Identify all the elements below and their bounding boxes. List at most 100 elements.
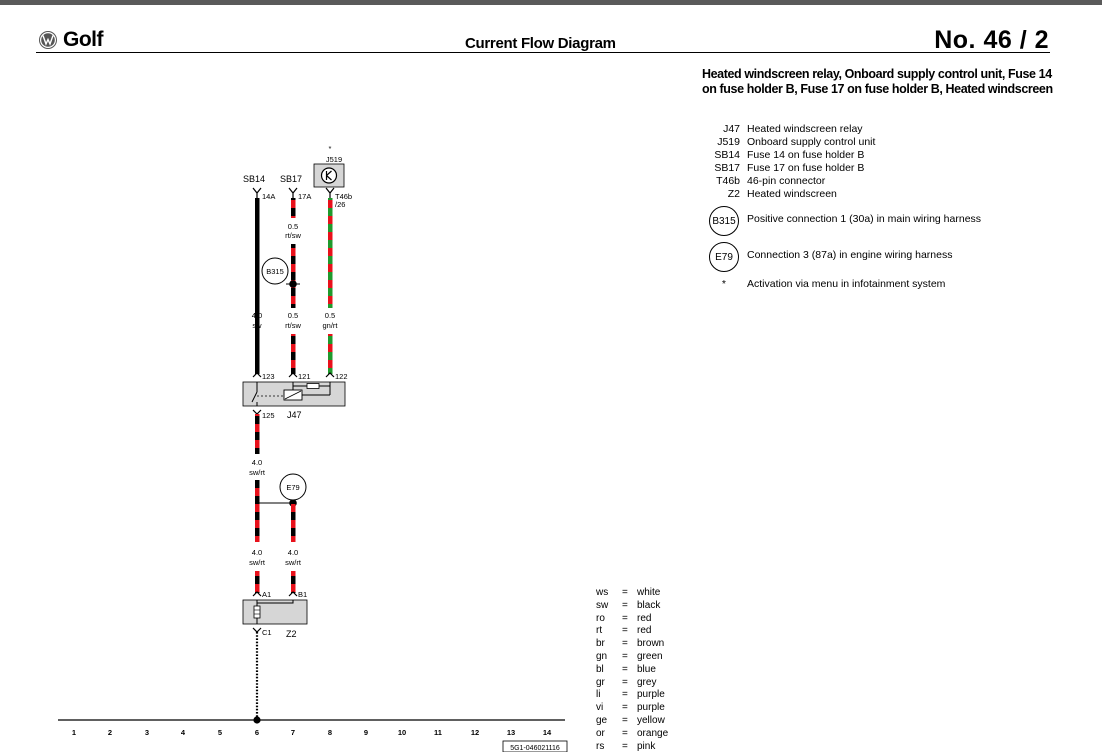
color-name: black xyxy=(637,599,661,611)
fuse-sb17-pin: 17A xyxy=(298,192,311,201)
z2-pinb1: B1 xyxy=(298,590,307,599)
grid-number: 7 xyxy=(291,728,295,737)
color-name: white xyxy=(637,587,661,598)
wire-sb17-bottom xyxy=(291,334,296,374)
legend-code: J47 xyxy=(723,123,740,135)
z2-pinc1: C1 xyxy=(262,628,272,637)
equals-sign: = xyxy=(622,702,628,714)
color-code: br xyxy=(596,638,605,650)
color-name: brown xyxy=(637,638,665,650)
grid-number: 11 xyxy=(434,728,442,737)
wire-sb17-top-color: rt/sw xyxy=(285,231,301,240)
equals-sign: = xyxy=(622,663,628,675)
j47-pin125: 125 xyxy=(262,411,275,420)
connection-circle: B315 xyxy=(709,206,739,236)
e79-label: E79 xyxy=(286,483,299,492)
equals-sign: = xyxy=(622,599,628,611)
color-code: li xyxy=(596,689,601,701)
j47-label: J47 xyxy=(287,410,302,420)
color-code: or xyxy=(596,727,605,739)
top-bar xyxy=(0,0,1102,5)
wire-sb14-color: sw xyxy=(252,321,262,330)
color-code: rs xyxy=(596,740,605,752)
color-code: rt xyxy=(596,625,603,637)
z2-windscreen-box xyxy=(242,599,308,625)
color-code: gr xyxy=(596,676,605,688)
j47-pin122: 122 xyxy=(335,372,348,381)
j47-coil-diagonal xyxy=(284,390,302,400)
z2-pinc1-arrow-icon xyxy=(252,627,262,633)
z2-label: Z2 xyxy=(286,629,297,639)
z2-heating-element-icon xyxy=(253,605,261,619)
grid-number: 14 xyxy=(543,728,552,737)
vw-logo-icon xyxy=(39,31,57,49)
grid-number: 2 xyxy=(108,728,112,737)
b315-connection-circle xyxy=(261,257,289,285)
equals-sign: = xyxy=(622,612,628,624)
grid-number: 9 xyxy=(364,728,368,737)
color-code: bl xyxy=(596,663,604,675)
color-name: purple xyxy=(637,702,665,714)
connection-desc: Positive connection 1 (30a) in main wiri… xyxy=(747,213,982,225)
color-code-row: gr=grey xyxy=(596,677,668,690)
legend-desc: Heated windscreen relay xyxy=(747,123,863,135)
color-name: red xyxy=(637,612,652,624)
z2-pina1: A1 xyxy=(262,590,271,599)
color-code-row: ws=white xyxy=(596,587,668,600)
grid-number: 10 xyxy=(398,728,406,737)
footnote-text: Activation via menu in infotainment syst… xyxy=(747,278,946,290)
footnote-marker: * xyxy=(721,278,726,290)
t46b-terminal-icon xyxy=(325,187,335,198)
legend-desc: 46-pin connector xyxy=(747,175,826,187)
equals-sign: = xyxy=(622,638,628,650)
brand-logo: Golf xyxy=(38,28,104,52)
grid-number: 13 xyxy=(507,728,515,737)
fuse-sb17-terminal-icon xyxy=(288,187,298,198)
color-name: green xyxy=(637,650,663,662)
z2-pina1-arrow-icon xyxy=(252,591,262,597)
color-code-row: rs = pink xyxy=(596,741,668,753)
j47-pin122-arrow-icon xyxy=(325,372,335,378)
wire-sb14 xyxy=(255,198,260,374)
equals-sign: = xyxy=(622,676,628,688)
wire-sb17-top-size: 0.5 xyxy=(288,222,298,231)
wire-z2-a1-color: sw/rt xyxy=(249,558,266,567)
legend-code: J519 xyxy=(717,136,740,148)
fuse-sb14-label: SB14 xyxy=(243,174,265,184)
color-code: sw xyxy=(596,599,609,611)
wire-z2-a1 xyxy=(255,571,260,593)
equals-sign: = xyxy=(622,587,628,598)
color-code-row: rt=red xyxy=(596,625,668,638)
z2-lead-b xyxy=(257,600,294,604)
equals-sign: = xyxy=(622,650,628,662)
header-divider xyxy=(36,52,1050,53)
legend-desc: Heated windscreen xyxy=(747,188,837,200)
j47-pin123-arrow-icon xyxy=(252,372,262,378)
color-name: red xyxy=(637,625,652,637)
wire-j47-out-size: 4.0 xyxy=(252,458,262,467)
color-name: purple xyxy=(637,689,665,701)
color-name: pink xyxy=(637,740,656,752)
wire-z2-b1-upper xyxy=(291,503,296,542)
grid-number: 5 xyxy=(218,728,222,737)
color-code: ro xyxy=(596,612,605,624)
diagram-heading: Heated windscreen relay, Onboard supply … xyxy=(702,67,1053,96)
wire-z2-b1-color: sw/rt xyxy=(285,558,302,567)
wire-sb17-top xyxy=(291,198,296,218)
wire-sb17-color: rt/sw xyxy=(285,321,301,330)
legend-code: T46b xyxy=(716,175,740,187)
connection-circle: E79 xyxy=(709,242,739,272)
equals-sign: = xyxy=(622,740,628,752)
wire-sb14-size: 4.0 xyxy=(252,311,262,320)
color-code-row: gn = green xyxy=(596,651,668,664)
color-code: gn xyxy=(596,650,608,662)
grid-number: 12 xyxy=(471,728,479,737)
color-code: ge xyxy=(596,714,608,726)
b315-label: B315 xyxy=(266,267,284,276)
color-code-row: ge=yellow xyxy=(596,715,668,728)
j519-control-icon xyxy=(320,167,338,184)
wire-z2-a1-upper xyxy=(255,480,260,542)
wire-z2-b1 xyxy=(291,571,296,593)
j47-resistor xyxy=(306,383,320,389)
